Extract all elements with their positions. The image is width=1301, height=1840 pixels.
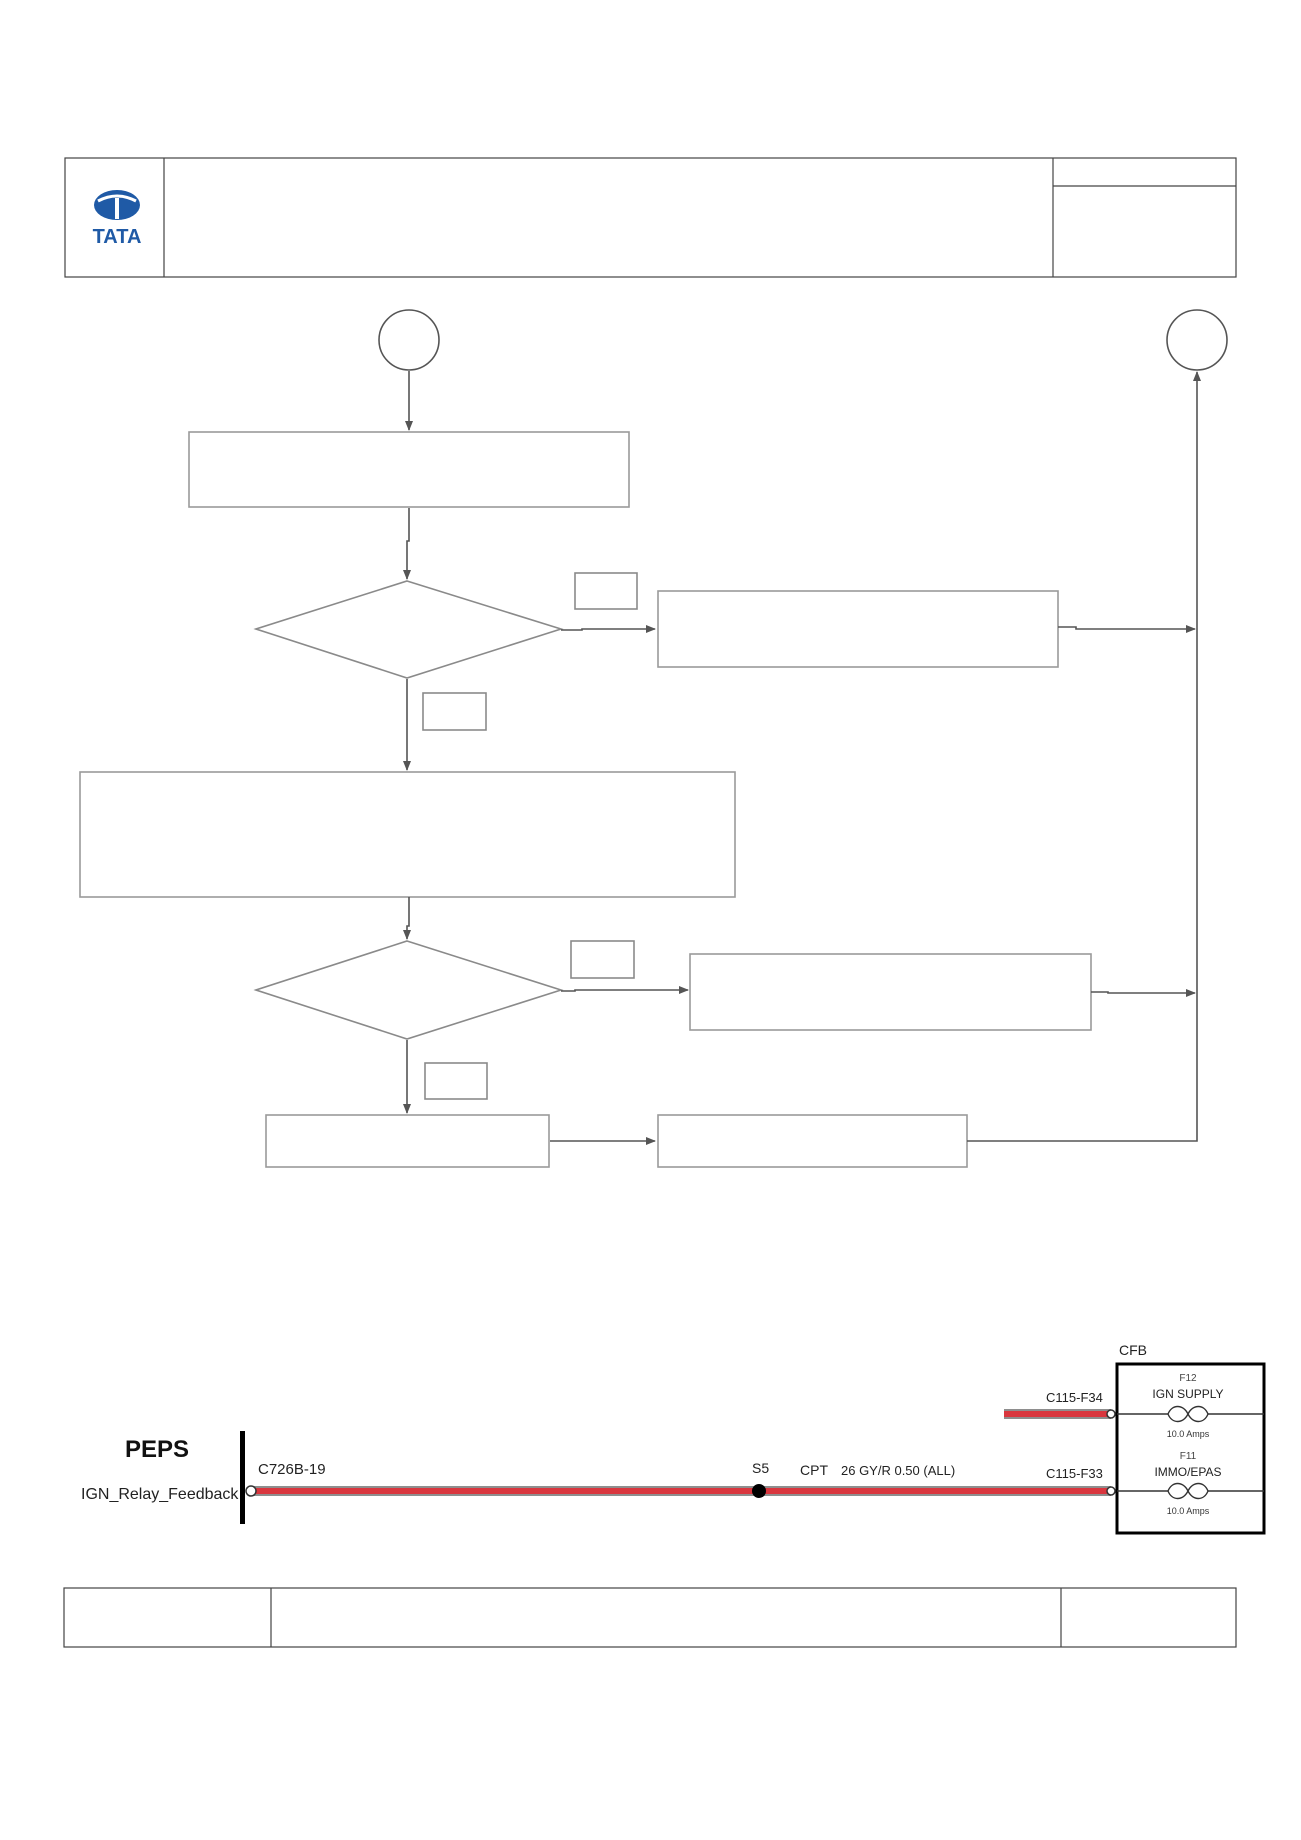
module-name: PEPS (125, 1436, 189, 1463)
action-1-box (657, 590, 1059, 668)
fuse-top-name: IGN SUPPLY (1152, 1387, 1223, 1401)
step-1-box (188, 431, 630, 508)
fuse-box (1115, 1362, 1266, 1535)
wiring-diagram: PEPS IGN_Relay_Feedback C726B-19 S5 CPT … (81, 1342, 1266, 1535)
fuse-box-label: CFB (1119, 1342, 1147, 1358)
splice-label: S5 (752, 1460, 769, 1476)
wire-spec-label: 26 GY/R 0.50 (ALL) (841, 1463, 955, 1478)
footer (63, 1587, 1237, 1648)
decision-2-yes-label (570, 940, 635, 979)
splice-s5 (752, 1484, 766, 1498)
connector-top-label: C115-F34 (1046, 1390, 1103, 1405)
fuse-top-symbol (1167, 1405, 1209, 1423)
decision-2-diamond (253, 940, 564, 1040)
fuse-bottom-symbol (1167, 1482, 1209, 1500)
connector-top-terminal (1106, 1409, 1116, 1419)
decision-1-yes-label (574, 572, 638, 610)
circuit-label: CPT (800, 1462, 828, 1478)
signal-name: IGN_Relay_Feedback (81, 1486, 239, 1503)
step-2-box (79, 771, 736, 898)
start-connector (378, 309, 440, 371)
header-frame (64, 157, 1237, 278)
decision-2-no-label (424, 1062, 488, 1100)
fuse-top-id: F12 (1179, 1373, 1197, 1384)
connector-bottom-label: C115-F33 (1046, 1466, 1103, 1481)
peps-module-bar (240, 1431, 245, 1524)
footer-frame (63, 1587, 1237, 1648)
fuse-bottom-rating: 10.0 Amps (1167, 1506, 1210, 1516)
decision-1-no-label (422, 692, 487, 731)
fuse-top-rating: 10.0 Amps (1167, 1429, 1210, 1439)
fuse-bottom-name: IMMO/EPAS (1154, 1465, 1221, 1479)
end-connector (1166, 309, 1228, 371)
connector-bottom-terminal (1106, 1486, 1116, 1496)
flowchart (79, 309, 1228, 1168)
module-pin-terminal (245, 1485, 257, 1497)
step-4-box (657, 1114, 968, 1168)
decision-1-diamond (253, 580, 564, 679)
tata-logo: TATA (93, 190, 142, 248)
action-2-box (689, 953, 1092, 1031)
logo-wordmark: TATA (93, 226, 142, 248)
step-3-box (265, 1114, 550, 1168)
module-pin-label: C726B-19 (258, 1461, 326, 1478)
fuse-bottom-id: F11 (1180, 1451, 1197, 1462)
header: TATA (64, 157, 1237, 278)
